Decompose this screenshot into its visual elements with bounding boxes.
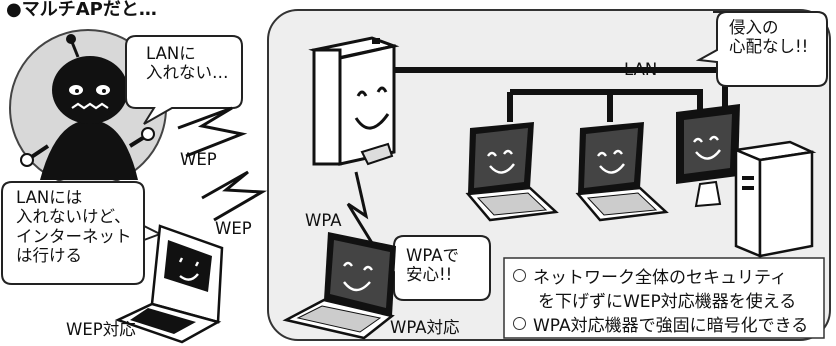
wpa-client-laptop: [282, 232, 396, 340]
laptop-2: [575, 122, 669, 222]
wep-label-lower: WEP: [215, 219, 252, 238]
wep-signal-bolt-2: [201, 170, 268, 222]
lan-label: LAN: [624, 60, 658, 79]
access-point-device: [308, 36, 400, 166]
bad-client-bubble: [125, 35, 243, 125]
note-item: WPA対応機器で強固に暗号化できる: [513, 314, 808, 338]
game-device-bubble-text: LANには 入れないけど、 インターネット は行ける: [16, 188, 132, 266]
secure-lan-bubble: [695, 11, 828, 87]
page-title: ●マルチAPだと…: [6, 0, 157, 20]
circle-bullet-icon: [513, 269, 526, 282]
notes-list: ネットワーク全体のセキュリティ を下げずにWEP対応機器を使える WPA対応機器…: [513, 266, 808, 338]
wep-signal-bolt-1: [177, 106, 248, 158]
note-item: ネットワーク全体のセキュリティ: [513, 266, 808, 290]
wpa-signal-bolt: [346, 171, 382, 257]
wpa-client-bubble-text: WPAで 安心!!: [406, 246, 459, 285]
wep-game-device: [114, 224, 224, 344]
wpa-label: WPA: [305, 211, 342, 230]
wpa-client-bubble: [379, 235, 491, 301]
notes-box: [503, 257, 825, 339]
laptop-1: [465, 122, 559, 222]
bad-client-bubble-text: LANに 入れない…: [146, 44, 229, 83]
secure-lan-bubble-text: 侵入の 心配なし!!: [729, 18, 809, 57]
note-text: WPA対応機器で強固に暗号化できる: [533, 316, 809, 336]
note-text: を下げずにWEP対応機器を使える: [538, 292, 797, 312]
wpa-device-label: WPA対応: [390, 318, 460, 337]
circle-bullet-icon: [513, 317, 526, 330]
note-text: ネットワーク全体のセキュリティ: [533, 268, 787, 288]
wep-label-upper: WEP: [180, 150, 217, 169]
antenna-icon: [66, 34, 76, 44]
note-item-continued: を下げずにWEP対応機器を使える: [513, 290, 808, 314]
desktop-pc: [676, 104, 817, 258]
wep-device-label: WEP対応: [66, 320, 136, 339]
